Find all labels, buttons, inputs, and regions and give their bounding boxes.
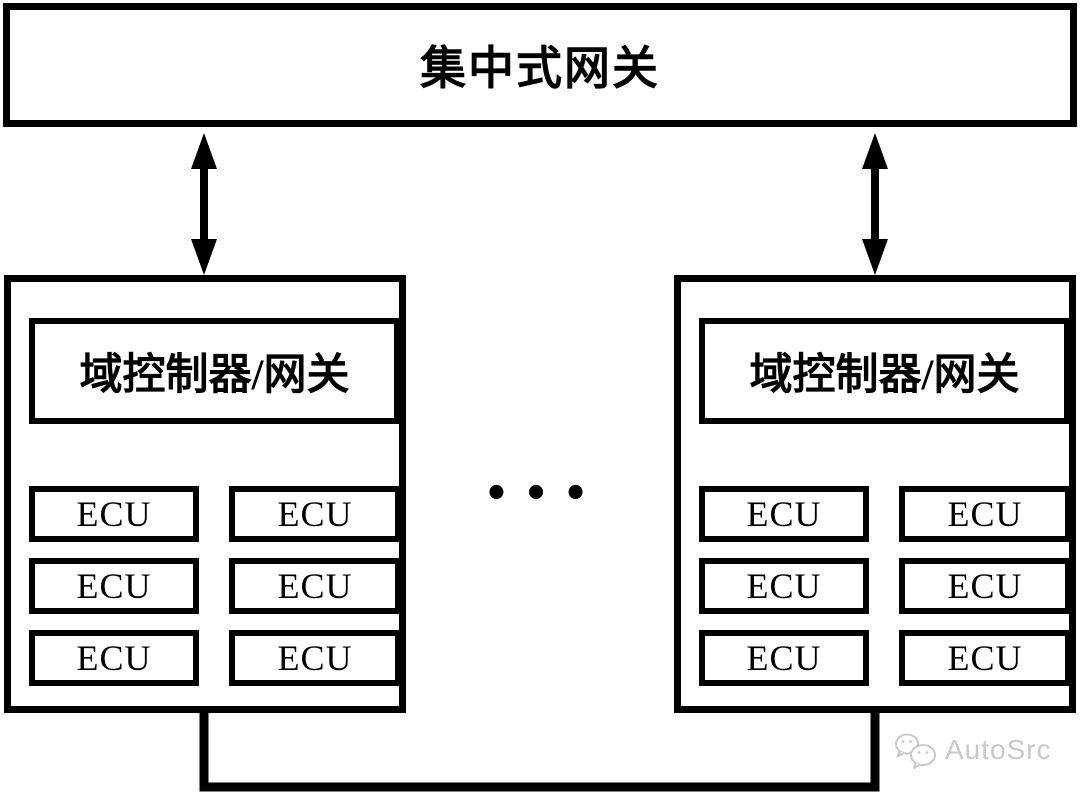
ecu-grid: ECU ECU ECU ECU ECU ECU	[699, 486, 1071, 686]
domain-controller-label: 域控制器/网关	[79, 352, 350, 399]
ecu-box: ECU	[699, 558, 869, 614]
ecu-box: ECU	[29, 558, 199, 614]
ecu-label: ECU	[746, 638, 822, 678]
ecu-label: ECU	[76, 494, 152, 534]
ecu-label: ECU	[947, 566, 1023, 606]
watermark-label: AutoSrc	[945, 734, 1052, 765]
ecu-label: ECU	[947, 494, 1023, 534]
bidirectional-arrow-right	[862, 133, 888, 275]
ecu-grid: ECU ECU ECU ECU ECU ECU	[29, 486, 401, 686]
ecu-label: ECU	[76, 638, 152, 678]
ecu-box: ECU	[899, 486, 1071, 542]
ecu-box: ECU	[229, 486, 401, 542]
ecu-box: ECU	[899, 558, 1071, 614]
ecu-label: ECU	[746, 494, 822, 534]
ecu-box: ECU	[699, 630, 869, 686]
ecu-label: ECU	[277, 494, 353, 534]
ecu-box: ECU	[229, 558, 401, 614]
ecu-box: ECU	[29, 630, 199, 686]
ecu-box: ECU	[899, 630, 1071, 686]
domain-box-left: 域控制器/网关 ECU ECU ECU ECU ECU ECU	[4, 275, 406, 713]
ecu-box: ECU	[29, 486, 199, 542]
centralized-gateway-box: 集中式网关	[3, 3, 1077, 127]
ecu-label: ECU	[947, 638, 1023, 678]
more-domains-ellipsis: •••	[483, 471, 603, 517]
wechat-logo-icon	[895, 733, 936, 769]
bidirectional-arrow-left	[191, 133, 217, 275]
domain-box-right: 域控制器/网关 ECU ECU ECU ECU ECU ECU	[674, 275, 1076, 713]
ecu-label: ECU	[76, 566, 152, 606]
centralized-gateway-label: 集中式网关	[420, 43, 660, 94]
ecu-label: ECU	[746, 566, 822, 606]
ecu-label: ECU	[277, 638, 353, 678]
ecu-box: ECU	[229, 630, 401, 686]
domain-controller-box: 域控制器/网关	[29, 318, 400, 424]
watermark: AutoSrc	[892, 731, 1052, 769]
domain-controller-label: 域控制器/网关	[749, 352, 1020, 399]
domain-interconnect-line	[199, 710, 880, 792]
ecu-box: ECU	[699, 486, 869, 542]
domain-controller-box: 域控制器/网关	[699, 318, 1070, 424]
ecu-label: ECU	[277, 566, 353, 606]
